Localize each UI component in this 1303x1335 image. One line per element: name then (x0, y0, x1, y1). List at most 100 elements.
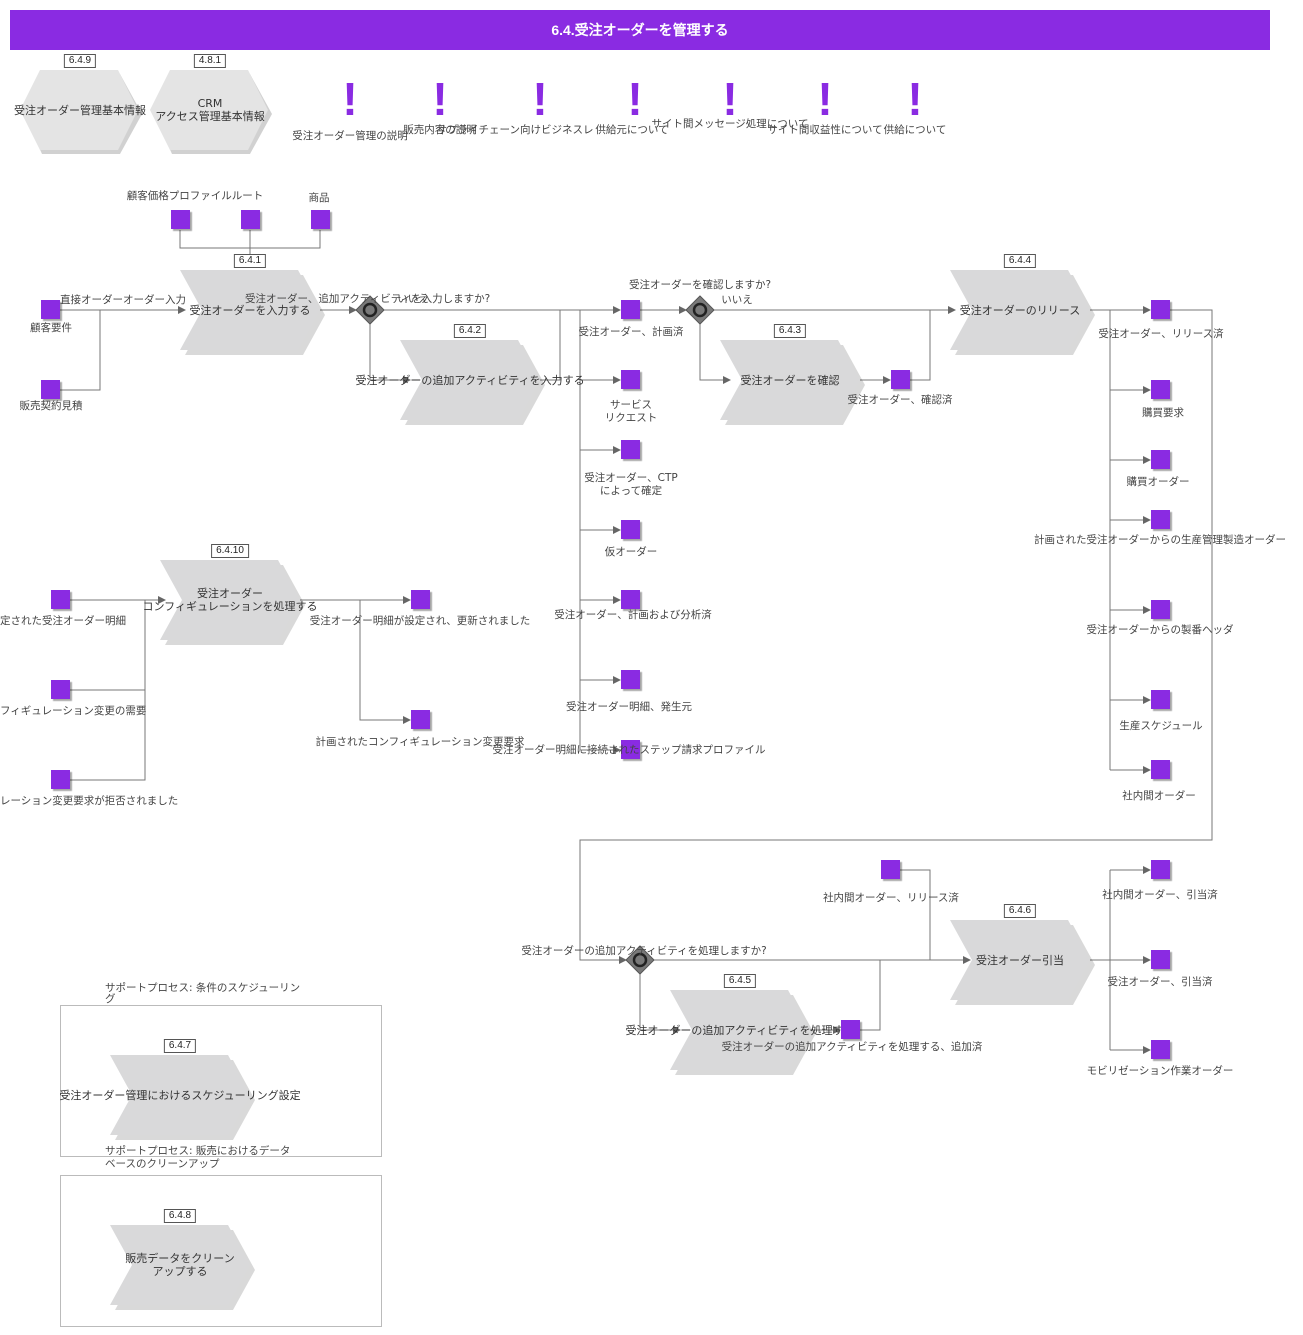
data-label: 受注オーダー、CTP (584, 472, 678, 484)
process-label-line: 受注オーダー (197, 587, 263, 600)
data-object[interactable] (41, 380, 60, 399)
process-label: 受注オーダーの追加アクティビティを処理する (625, 1023, 855, 1037)
data-object[interactable] (1151, 1040, 1170, 1059)
data-object[interactable] (621, 740, 640, 759)
process-enter-order[interactable]: 受注オーダーを入力する (180, 270, 325, 355)
data-label: 受注オーダー明細、発生元 (566, 701, 692, 713)
data-object[interactable] (171, 210, 190, 229)
note-icon[interactable]: ! (907, 73, 923, 125)
data-label: によって確定 (599, 485, 663, 497)
process-label-line: コンフィギュレーションを処理する (142, 600, 318, 613)
process-label: 受注オーダーのリリース (959, 303, 1081, 317)
process-configuration[interactable]: 受注オーダー コンフィギュレーションを処理する (143, 560, 318, 645)
data-object[interactable] (621, 520, 640, 539)
process-label: 受注オーダーを確認 (740, 373, 840, 387)
data-object[interactable] (621, 300, 640, 319)
gateway-question: 受注オーダー、追加アクティビティを入力しますか? (245, 293, 491, 305)
data-label: サービス (610, 399, 652, 411)
data-label: 受注オーダー、計画済 (578, 326, 684, 338)
ref-label: CRM アクセス管理基本情報 (150, 70, 270, 150)
gateway-icon[interactable] (685, 295, 715, 325)
data-object[interactable] (51, 680, 70, 699)
process-clean-sales-data[interactable]: 販売データをクリーン アップする (110, 1225, 255, 1310)
note-icon[interactable]: ! (342, 73, 358, 125)
process-scheduling-setup[interactable]: 受注オーダー管理におけるスケジューリング設定 (59, 1055, 301, 1140)
data-label: 受注オーダー、リリース済 (1098, 328, 1224, 340)
note-label: サイト間収益性について (767, 124, 883, 136)
gateway-question: 受注オーダーの追加アクティビティを処理しますか? (521, 945, 767, 957)
data-object[interactable] (1151, 510, 1170, 529)
data-label: 受注オーダー明細に接続されたステップ請求プロファイル (492, 744, 766, 756)
note-label: 販売内容の説明 (403, 124, 477, 136)
data-label: レーション変更要求が拒否されました (0, 795, 179, 807)
process-id-tag: 6.4.4 (1003, 254, 1037, 268)
note-label: 受注オーダー管理の説明 (292, 130, 408, 142)
ref-hexagon-basic-info[interactable]: 受注オーダー管理基本情報 (14, 70, 146, 154)
process-id-tag: 6.4.7 (163, 1039, 197, 1053)
data-object[interactable] (51, 590, 70, 609)
ref-hexagon-crm[interactable]: CRM アクセス管理基本情報 (150, 70, 272, 154)
process-handle-additional-activity[interactable]: 受注オーダーの追加アクティビティを処理する (625, 990, 855, 1075)
data-object[interactable] (311, 210, 330, 229)
data-label: モビリゼーション作業オーダー (1086, 1065, 1234, 1077)
data-object[interactable] (411, 590, 430, 609)
data-object[interactable] (1151, 450, 1170, 469)
data-label: 受注オーダー、引当済 (1107, 976, 1213, 988)
data-object[interactable] (621, 590, 640, 609)
process-enter-additional-activity[interactable]: 受注オーダーの追加アクティビティを入力する (355, 340, 585, 425)
note-icon[interactable]: ! (722, 73, 738, 125)
support-box-title: ベースのクリーンアップ (105, 1158, 220, 1170)
data-object[interactable] (621, 440, 640, 459)
data-object[interactable] (841, 1020, 860, 1039)
ref-id-tag: 4.8.1 (193, 54, 227, 68)
data-object[interactable] (1151, 600, 1170, 619)
data-object[interactable] (621, 370, 640, 389)
support-box-title: グ (105, 993, 116, 1005)
process-release-order[interactable]: 受注オーダーのリリース (950, 270, 1095, 355)
data-label: 購買オーダー (1126, 476, 1190, 488)
note-icon[interactable]: ! (532, 73, 548, 125)
gateway-question: 受注オーダーを確認しますか? (628, 279, 772, 291)
data-object[interactable] (41, 300, 60, 319)
process-id-tag: 6.4.3 (773, 324, 807, 338)
data-object[interactable] (1151, 690, 1170, 709)
data-label: 購買要求 (1142, 407, 1184, 419)
data-object[interactable] (51, 770, 70, 789)
support-box-title: サポートプロセス: 条件のスケジューリン (105, 982, 301, 994)
data-object[interactable] (1151, 760, 1170, 779)
process-id-tag: 6.4.1 (233, 254, 267, 268)
gateway-icon[interactable] (625, 945, 655, 975)
note-icon[interactable]: ! (817, 73, 833, 125)
data-object[interactable] (1151, 380, 1170, 399)
process-id-tag: 6.4.2 (453, 324, 487, 338)
process-confirm-order[interactable]: 受注オーダーを確認 (720, 340, 865, 425)
data-object[interactable] (621, 670, 640, 689)
process-id-tag: 6.4.8 (163, 1209, 197, 1223)
data-object[interactable] (241, 210, 260, 229)
data-label: 社内間オーダー、引当済 (1102, 889, 1218, 901)
process-label: 受注オーダーを入力する (189, 303, 311, 317)
data-label: 受注オーダー明細が設定され、更新されました (309, 615, 531, 627)
data-label: 受注オーダーからの製番ヘッダ (1086, 624, 1234, 636)
data-object[interactable] (411, 710, 430, 729)
process-allocate-order[interactable]: 受注オーダー引当 (950, 920, 1095, 1005)
process-label: 受注オーダー引当 (976, 953, 1064, 967)
data-object[interactable] (881, 860, 900, 879)
process-id-tag: 6.4.6 (1003, 904, 1037, 918)
data-label: 社内間オーダー (1122, 790, 1196, 802)
data-object[interactable] (891, 370, 910, 389)
data-label: 直接オーダーオーダー入力 (60, 294, 186, 306)
gateway-icon[interactable] (355, 295, 385, 325)
data-object[interactable] (1151, 860, 1170, 879)
note-icon[interactable]: ! (432, 73, 448, 125)
data-label: 受注オーダー、計画および分析済 (554, 609, 712, 621)
process-label: 受注オーダー管理におけるスケジューリング設定 (59, 1088, 301, 1102)
page-title: 6.4.受注オーダーを管理する (10, 10, 1270, 50)
note-label: 供給について (883, 124, 947, 136)
note-label: サイト間メッセージ処理について (651, 118, 809, 130)
data-object[interactable] (1151, 300, 1170, 319)
process-id-tag: 6.4.5 (723, 974, 757, 988)
note-icon[interactable]: ! (627, 73, 643, 125)
data-object[interactable] (1151, 950, 1170, 969)
